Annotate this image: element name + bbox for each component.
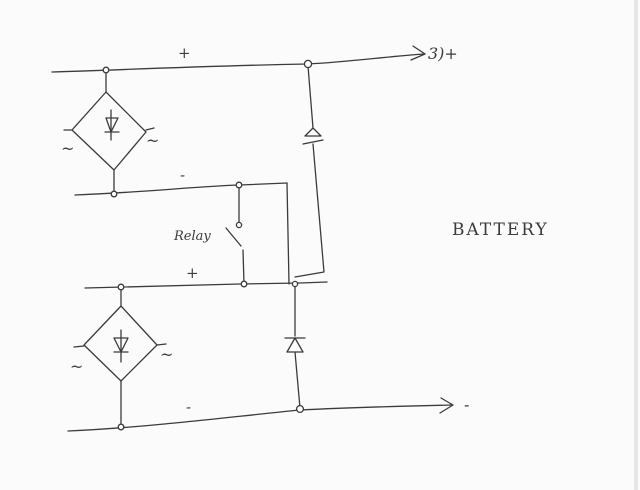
junction-relay-contact: [235, 221, 243, 229]
bridge2-ac-leads: [73, 343, 167, 348]
bottom-output-label: -: [464, 395, 469, 414]
junction-relay-top: [235, 181, 243, 189]
top-output-arrow: [410, 45, 426, 61]
relay-contact-arm: [225, 227, 242, 247]
junction-bridge1-top: [102, 66, 110, 74]
junction-bridge2-top: [117, 283, 125, 291]
bridge2-positive-rail: [84, 281, 328, 289]
top-rail-plus-label: +: [178, 44, 191, 62]
junction-middle: [291, 280, 299, 288]
bottom-rail-minus-label: -: [186, 398, 191, 416]
bridge1-diode-symbol: [105, 117, 119, 133]
bridge1-negative-rail: [74, 182, 288, 196]
relay-label: Relay: [173, 229, 211, 244]
bridge2-ac-right-label: ~: [160, 345, 173, 364]
bottom-negative-rail: [67, 404, 453, 432]
junction-bridge1-bottom: [110, 190, 118, 198]
diode1-upper-wire: [307, 65, 314, 129]
bridge1-ac-leads: [63, 127, 155, 131]
top-output-label: 3)+: [428, 44, 458, 63]
diode2-lower-wire: [294, 351, 301, 409]
diode1-lower-wire: [294, 143, 325, 278]
bridge1-ac-right-label: ~: [146, 131, 159, 150]
diode1-bar: [302, 139, 324, 145]
junction-bridge2-bottom: [117, 423, 125, 431]
bridge1-minus-label: -: [180, 166, 185, 184]
bridge2-ac-left-label: ~: [70, 357, 83, 376]
bridge2-plus-label: +: [186, 264, 199, 282]
relay-lower-wire: [242, 249, 245, 285]
junction-top-rail: [303, 59, 313, 69]
bridge2-diode-bar: [113, 329, 129, 363]
diode1-triangle: [304, 127, 322, 137]
battery-label: BATTERY: [452, 220, 549, 240]
bridge1-ac-left-label: ~: [61, 139, 74, 158]
middle-tie-wire: [286, 182, 290, 285]
bottom-output-arrow: [439, 397, 454, 414]
junction-relay-bottom: [240, 280, 248, 288]
junction-bottom-diode: [295, 404, 305, 414]
bridge1-diode-bar: [104, 109, 120, 141]
